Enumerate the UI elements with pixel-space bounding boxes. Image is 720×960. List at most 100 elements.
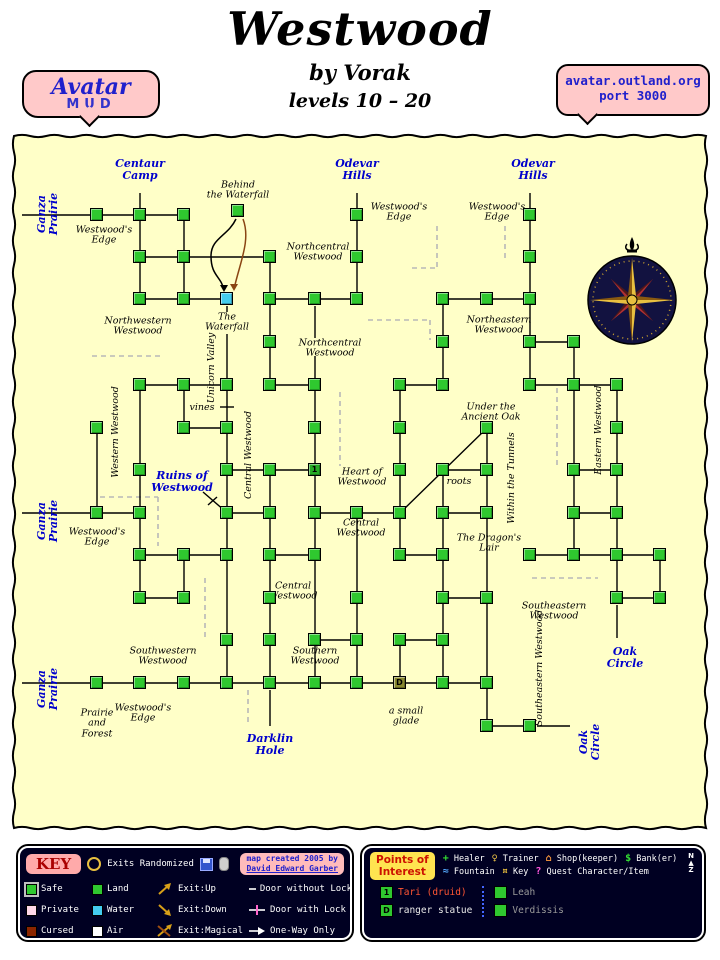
- poi-legend-item: $ Bank(er): [625, 853, 677, 864]
- poi-entry: Verdissis: [494, 904, 564, 918]
- map-room: [133, 506, 146, 519]
- map-room: [436, 463, 449, 476]
- poi-symbol-label: Trainer: [502, 854, 539, 864]
- map-room: [263, 378, 276, 391]
- poi-legend-item: ? Quest Character/Item: [535, 866, 649, 877]
- mouse-icon: [218, 857, 229, 871]
- map-room: [436, 378, 449, 391]
- poi-mark-icon: D: [380, 904, 393, 918]
- map-room: [436, 591, 449, 604]
- map-room: [133, 378, 146, 391]
- poi-symbol-label: Fountain: [453, 867, 495, 877]
- map-room-water: [220, 292, 233, 305]
- badge-mud-text: MUD: [66, 97, 116, 112]
- map-room: [220, 676, 233, 689]
- map-room: [436, 506, 449, 519]
- map-room: [308, 506, 321, 519]
- map-room: [231, 204, 244, 217]
- map-room: [393, 548, 406, 561]
- map-room: [350, 208, 363, 221]
- poi-symbol-icon: ♀: [491, 853, 498, 864]
- map-room: [523, 548, 536, 561]
- exit-down-icon: [158, 904, 171, 916]
- north-indicator-icon: N▲Z: [688, 852, 694, 874]
- poi-entry-label: Leah: [512, 887, 536, 899]
- key-title: KEY: [26, 854, 82, 874]
- poi-symbol-legend: + Healer♀ Trainer⌂ Shop(keeper)$ Bank(er…: [443, 852, 678, 877]
- map-room: [308, 548, 321, 561]
- page-title: Westwood: [227, 2, 493, 56]
- map-room: [350, 250, 363, 263]
- poi-legend-item: ⌂ Shop(keeper): [546, 853, 619, 864]
- map-room: [436, 676, 449, 689]
- key-item-cursed: Cursed: [26, 921, 90, 941]
- map-room: [480, 719, 493, 732]
- map-room: [393, 463, 406, 476]
- map-room-special: D: [393, 676, 406, 689]
- server-address-badge: avatar.outland.org port 3000: [556, 64, 710, 126]
- poi-symbol-icon: ⌂: [545, 853, 552, 864]
- key-item-label: Safe: [41, 884, 63, 894]
- key-item-exit-down: Exit:Down: [156, 900, 246, 920]
- water-icon: [92, 904, 103, 916]
- credit-author: David Edward Garber: [246, 864, 338, 873]
- map-room: [523, 250, 536, 263]
- map-room: [220, 506, 233, 519]
- floppy-icon: [199, 857, 213, 871]
- key-item-label: Air: [107, 926, 124, 936]
- map-room: [393, 421, 406, 434]
- poi-symbol-label: Shop(keeper): [556, 854, 619, 864]
- map-room: [177, 378, 190, 391]
- map-room: [480, 463, 493, 476]
- poi-symbol-icon: ?: [535, 866, 542, 877]
- poi-entry-label: ranger statue: [398, 905, 473, 917]
- poi-entry-label: Tari (druid): [398, 887, 467, 899]
- map-room: [90, 676, 103, 689]
- key-item-label: Door without Lock: [259, 884, 352, 894]
- map-room: [653, 548, 666, 561]
- poi-mark-icon: 1: [380, 886, 393, 900]
- poi-legend-item: ≈ Fountain: [443, 866, 495, 877]
- server-port-text: port 3000: [599, 88, 667, 103]
- map-room: [393, 633, 406, 646]
- map-room: [480, 676, 493, 689]
- map-room: [133, 676, 146, 689]
- map-room: [220, 421, 233, 434]
- map-room: [523, 208, 536, 221]
- one-way-icon: [249, 927, 265, 935]
- key-item-water: Water: [92, 900, 154, 920]
- key-item-label: One-Way Only: [270, 926, 336, 936]
- map-room: [263, 292, 276, 305]
- poi-entry-label: Verdissis: [512, 905, 564, 917]
- poi-symbol-label: Bank(er): [636, 854, 678, 864]
- map-room: [133, 463, 146, 476]
- key-legend-box: KEY Exits Randomized map created 2005 by…: [16, 844, 354, 942]
- poi-entry: 1 Tari (druid): [380, 886, 472, 900]
- map-room: [263, 250, 276, 263]
- key-item-door: Door without Lock: [248, 879, 352, 899]
- private-icon: [26, 904, 37, 916]
- map-credit: map created 2005 by David Edward Garber: [240, 853, 344, 875]
- exits-randomized-label: Exits Randomized: [107, 859, 194, 869]
- poi-symbol-icon: ≈: [442, 866, 449, 877]
- map-room: [90, 421, 103, 434]
- map-room: [480, 591, 493, 604]
- map-room: [263, 335, 276, 348]
- map-room: [480, 506, 493, 519]
- key-item-land: Land: [92, 879, 154, 899]
- door-icon: [249, 888, 256, 890]
- poi-symbol-label: Key: [512, 867, 529, 877]
- poi-legend-item: ♀ Trainer: [492, 853, 539, 864]
- map-room: [350, 591, 363, 604]
- map-room: [523, 378, 536, 391]
- map-room: [177, 676, 190, 689]
- map-room: [436, 548, 449, 561]
- map-room: [567, 463, 580, 476]
- map-room: [567, 548, 580, 561]
- door-lock-icon: [249, 905, 265, 915]
- map-room: [308, 421, 321, 434]
